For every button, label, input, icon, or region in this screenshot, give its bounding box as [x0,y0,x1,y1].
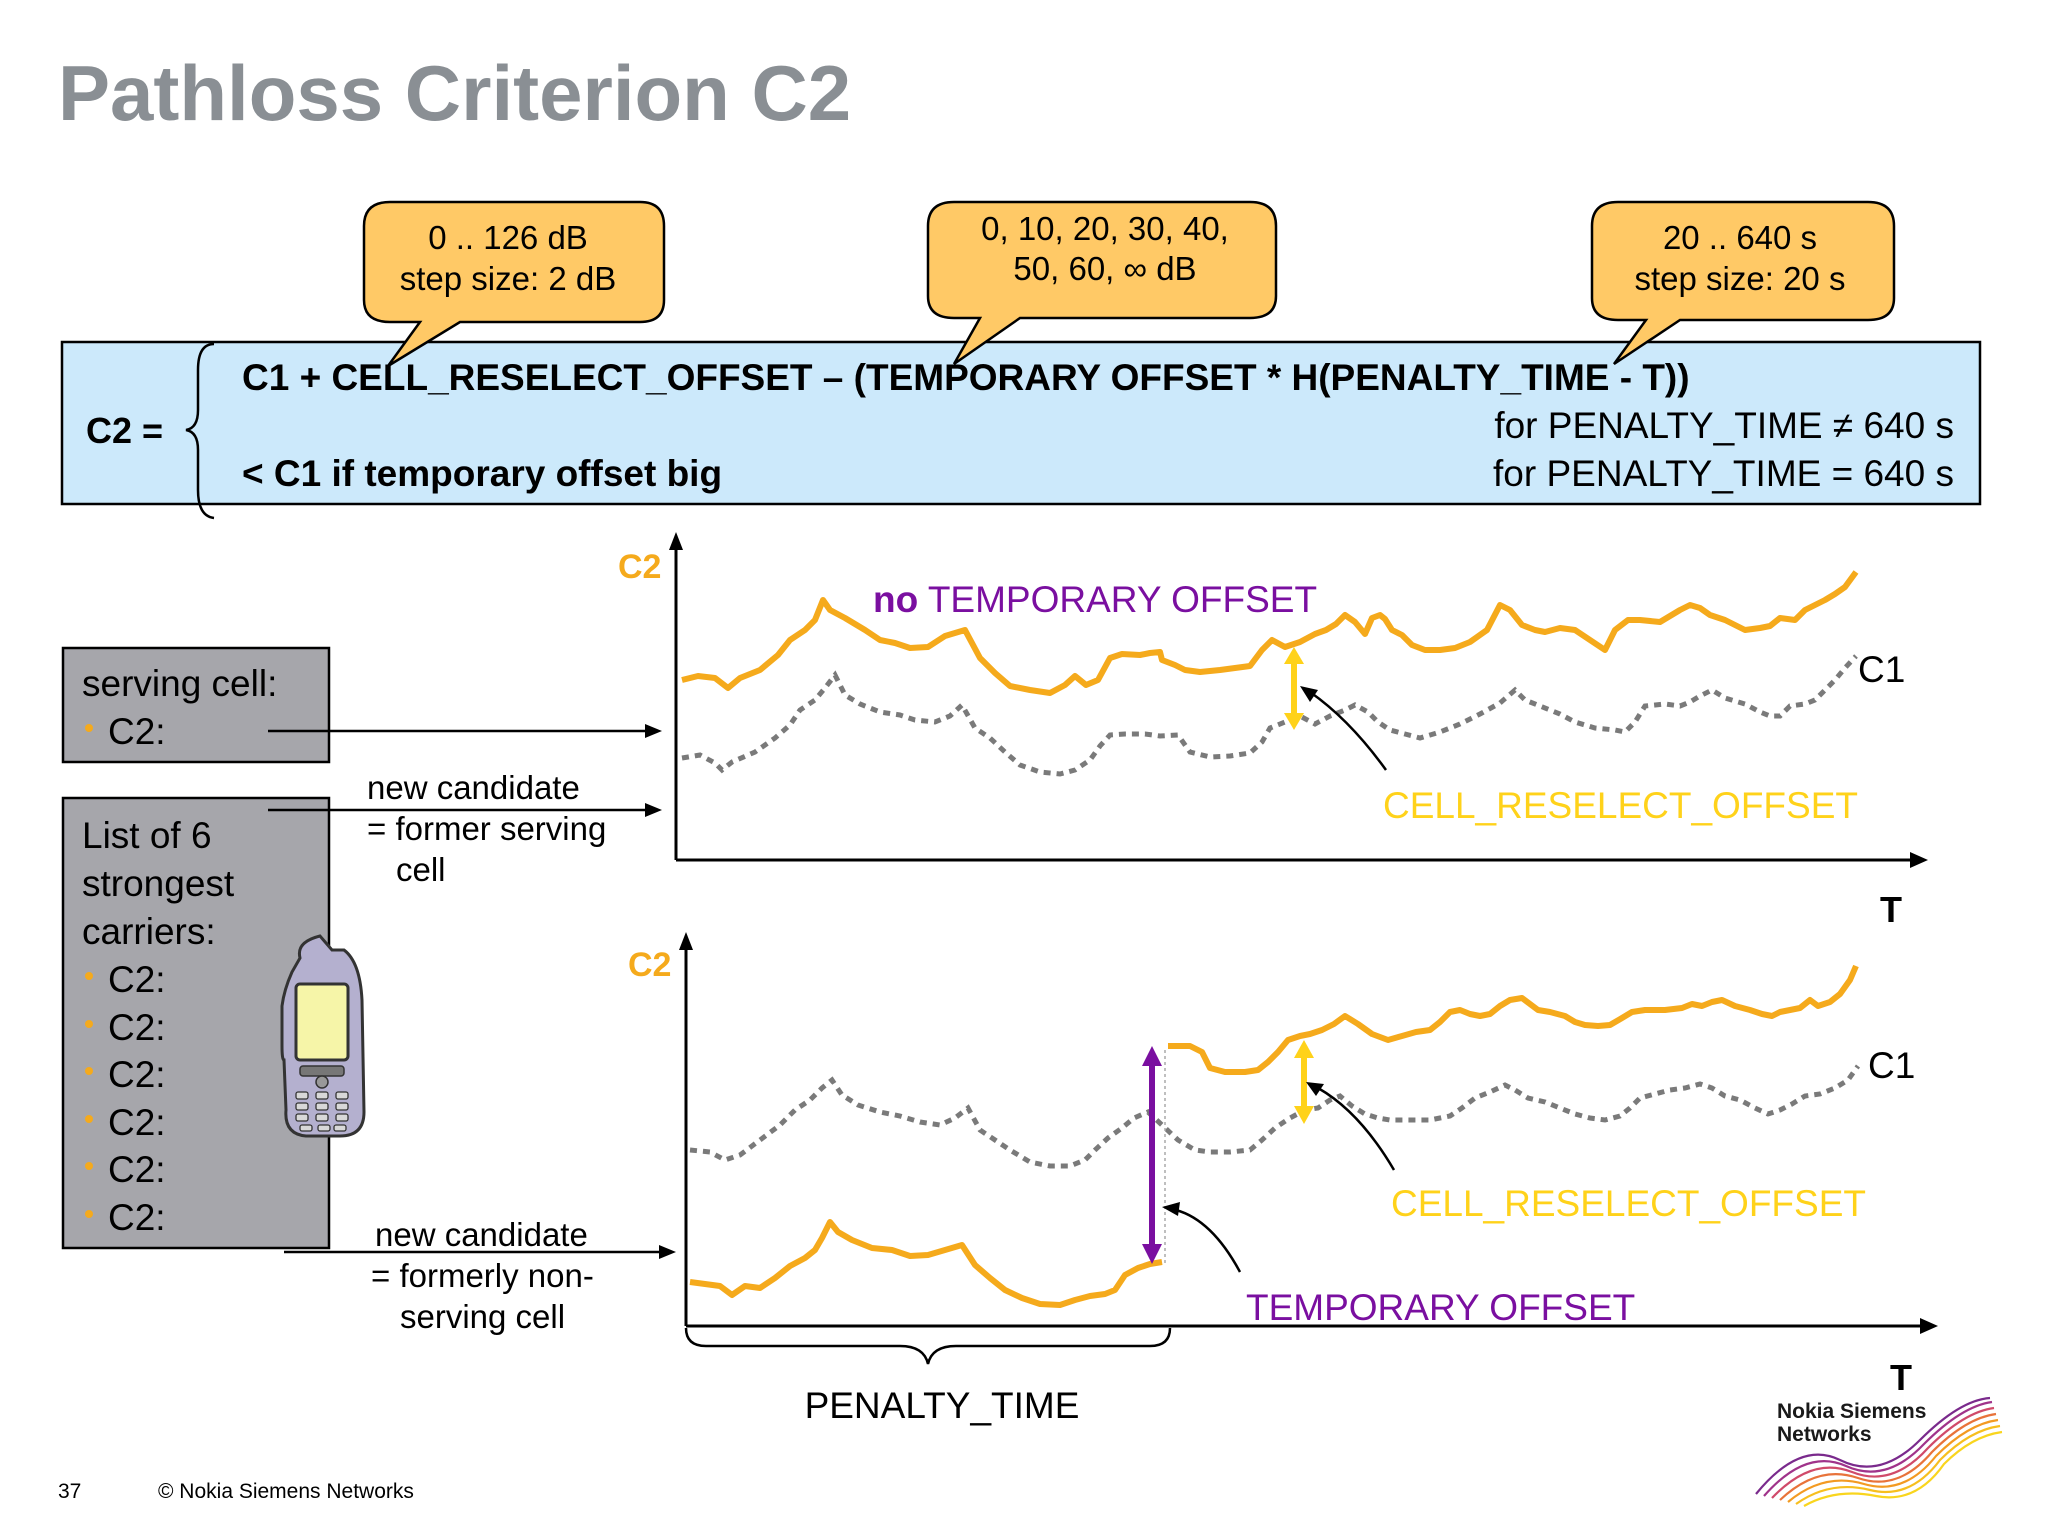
mobile-phone-icon [280,934,366,1138]
carrier-item: C2: [108,1197,166,1238]
svg-text:step size: 2 dB: step size: 2 dB [400,260,616,297]
candidate-non-serving-line: serving cell [400,1298,565,1335]
svg-text:step size: 20 s: step size: 20 s [1635,260,1846,297]
carrier-item: C2: [108,1102,166,1143]
bottom-y-label: C2 [628,946,671,984]
top-reselect-pointer [1309,690,1388,771]
strongest-heading-line: List of 6 [82,815,212,856]
candidate-non-serving-line: new candidate [375,1216,588,1253]
formula-condition-2: for PENALTY_TIME = 640 s [1493,453,1954,494]
bottom-reselect-pointer [1317,1086,1396,1171]
callout-temporary-offset-values: 0, 10, 20, 30, 40, 50, 60, ∞ dB [926,200,1278,366]
bottom-c1-label: C1 [1868,1045,1915,1086]
bottom-c1-dotted-curve [689,1064,1861,1169]
top-x-label: T [1880,889,1902,930]
serving-cell-box [61,646,331,764]
copyright: © Nokia Siemens Networks [158,1480,414,1503]
top-chart-heading: no TEMPORARY OFFSET [873,579,1317,620]
penalty-time-brace [684,1327,1172,1365]
serving-cell-item: C2: [108,711,166,752]
formula-line2: < C1 if temporary offset big [242,453,722,494]
top-reselect-label: CELL_RESELECT_OFFSET [1383,785,1858,826]
top-c2-orange-curve [681,570,1859,696]
bottom-reselect-offset-arrow [1294,1040,1314,1124]
bottom-reselect-label: CELL_RESELECT_OFFSET [1391,1183,1866,1224]
strongest-heading-line: strongest [82,863,235,904]
candidate-former-serving-line: = former serving [367,810,606,847]
page-number: 37 [58,1480,81,1503]
top-reselect-offset-arrow [1284,647,1304,730]
top-c1-dotted-curve [681,654,1858,777]
bottom-c2-before-penalty-curve [689,1219,1163,1308]
temporary-offset-pointer [1175,1208,1242,1273]
svg-text:0, 10, 20, 30, 40,: 0, 10, 20, 30, 40, [981,210,1229,247]
carrier-item: C2: [108,959,166,1000]
carrier-item: C2: [108,1149,166,1190]
bullet-dot [85,724,93,732]
connector-arrows [268,724,676,1259]
formula-brace [185,342,215,520]
serving-cell-heading: serving cell: [82,663,277,704]
svg-text:Networks: Networks [1777,1423,1872,1446]
top-y-label: C2 [618,548,661,586]
callout-range-db: 0 .. 126 dB step size: 2 dB [362,200,666,368]
svg-text:50, 60, ∞ dB: 50, 60, ∞ dB [1013,250,1196,287]
temporary-offset-arrow [1142,1046,1162,1264]
bottom-c2-after-penalty-curve [1168,964,1859,1075]
temporary-offset-label: TEMPORARY OFFSET [1246,1287,1635,1328]
penalty-time-label: PENALTY_TIME [805,1385,1080,1426]
formula-line1: C1 + CELL_RESELECT_OFFSET – (TEMPORARY O… [242,357,1690,398]
carrier-item: C2: [108,1054,166,1095]
svg-text:Nokia Siemens: Nokia Siemens [1777,1400,1926,1423]
bottom-x-label: T [1890,1357,1912,1398]
candidate-former-serving-line: new candidate [367,769,580,806]
strongest-heading-line: carriers: [82,911,216,952]
svg-text:0 .. 126 dB: 0 .. 126 dB [428,219,588,256]
formula-box [60,340,1982,506]
formula-lhs: C2 = [86,410,163,451]
top-chart: C2 T no TEMPORARY OFFSET C1 CELL_RESELEC… [618,532,1928,930]
bottom-chart: C2 T C1 CELL_RESELECT_OFFSET TEMPORARY O… [628,932,1938,1426]
candidate-former-serving-line: cell [396,851,446,888]
nokia-siemens-logo: Nokia Siemens Networks [1755,1396,2003,1507]
top-c1-label: C1 [1858,649,1905,690]
carrier-list: C2: C2: C2: C2: C2: C2: [85,959,166,1238]
page-title: Pathloss Criterion C2 [58,49,851,137]
formula-condition-1: for PENALTY_TIME ≠ 640 s [1494,405,1954,446]
candidate-non-serving-line: = formerly non- [371,1257,594,1294]
carrier-item: C2: [108,1007,166,1048]
callout-penalty-time-range: 20 .. 640 s step size: 20 s [1590,200,1896,366]
svg-text:20 .. 640 s: 20 .. 640 s [1663,219,1817,256]
